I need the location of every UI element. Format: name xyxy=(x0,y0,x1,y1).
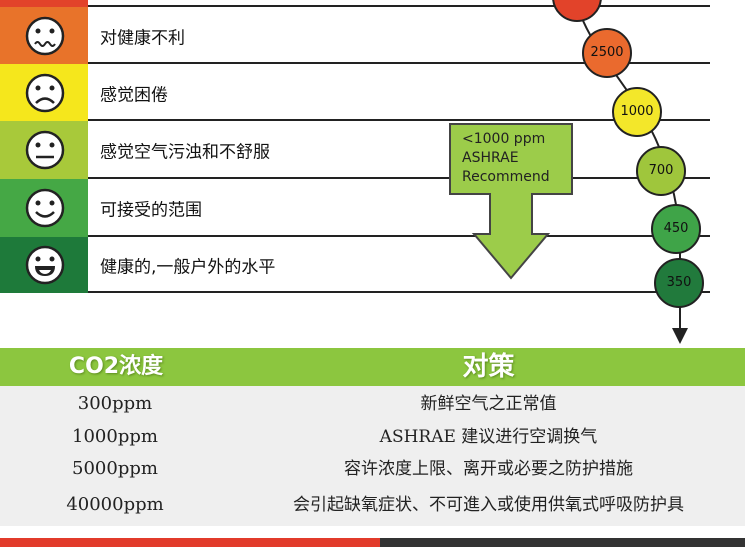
level-row-1000: 感觉困倦 xyxy=(0,64,710,121)
header-countermeasure: 对策 xyxy=(462,352,515,382)
row-divider xyxy=(88,62,710,64)
recommend-text: <1000 ppm ASHRAE Recommend xyxy=(462,130,550,187)
row-divider xyxy=(88,235,710,237)
level-row-350: 健康的,一般户外的水平 xyxy=(0,237,710,293)
ppm-cell: 40000ppm xyxy=(66,494,164,515)
level-row-450: 可接受的范围 xyxy=(0,179,710,237)
footer-bar-red xyxy=(0,538,390,547)
action-cell: 会引起缺氧症状、不可進入或使用供氧式呼吸防护具 xyxy=(293,495,684,515)
level-row-5000 xyxy=(0,0,710,7)
header-co2-concentration: CO2浓度 xyxy=(68,354,164,379)
table-row: 40000ppm 会引起缺氧症状、不可進入或使用供氧式呼吸防护具 xyxy=(0,489,745,521)
action-cell: 容许浓度上限、离开或必要之防护措施 xyxy=(344,459,633,479)
recommend-line2: ASHRAE xyxy=(462,150,519,166)
table-header: CO2浓度 对策 xyxy=(0,348,745,386)
face-cell xyxy=(0,121,88,179)
level-label: 健康的,一般户外的水平 xyxy=(100,257,276,278)
table-row: 1000ppm ASHRAE 建议进行空调换气 xyxy=(0,421,745,453)
footer-bar-dark xyxy=(380,538,745,547)
value-bubble-1000: 1000 xyxy=(612,87,662,137)
face-cell xyxy=(0,0,88,7)
row-divider xyxy=(88,177,710,179)
row-divider xyxy=(88,119,710,121)
action-cell: ASHRAE 建议进行空调换气 xyxy=(379,427,598,447)
face-cell xyxy=(0,237,88,293)
value-bubble-350: 350 xyxy=(654,258,704,308)
ppm-cell: 300ppm xyxy=(77,393,153,414)
ppm-cell: 1000ppm xyxy=(72,426,158,447)
level-label: 感觉空气污浊和不舒服 xyxy=(100,142,270,163)
sad-face-icon xyxy=(25,73,65,112)
smile-face-icon xyxy=(25,188,65,228)
level-row-2500: 对健康不利 xyxy=(0,7,710,64)
grin-face-icon xyxy=(25,245,65,285)
face-cell xyxy=(0,64,88,121)
value-bubble-2500: 2500 xyxy=(582,28,632,78)
trend-curve xyxy=(573,0,688,344)
face-cell xyxy=(0,7,88,64)
ashrae-recommend-callout: <1000 ppm ASHRAE Recommend xyxy=(448,122,574,280)
recommend-line3: Recommend xyxy=(462,169,550,185)
row-divider xyxy=(88,5,710,7)
down-arrow-icon xyxy=(449,123,573,280)
level-label: 对健康不利 xyxy=(100,28,185,48)
table-row: 5000ppm 容许浓度上限、离开或必要之防护措施 xyxy=(0,453,745,485)
row-divider xyxy=(88,291,710,293)
value-bubble-700: 700 xyxy=(636,146,686,196)
level-row-700: 感觉空气污浊和不舒服 xyxy=(0,121,710,179)
level-label: 可接受的范围 xyxy=(100,200,202,221)
level-label: 感觉困倦 xyxy=(100,85,168,105)
value-bubble-450: 450 xyxy=(651,204,701,254)
table-body: 300ppm 新鲜空气之正常值 1000ppm ASHRAE 建议进行空调换气 … xyxy=(0,386,745,526)
table-row: 300ppm 新鲜空气之正常值 xyxy=(0,388,745,420)
face-cell xyxy=(0,179,88,237)
ppm-cell: 5000ppm xyxy=(72,458,158,479)
sick-face-icon xyxy=(25,16,65,55)
recommend-line1: <1000 ppm xyxy=(462,131,546,147)
neutral-face-icon xyxy=(25,130,65,170)
co2-level-chart: 对健康不利 感觉困倦 感觉空气污浊和不舒服 xyxy=(0,0,710,344)
action-cell: 新鲜空气之正常值 xyxy=(420,394,557,414)
